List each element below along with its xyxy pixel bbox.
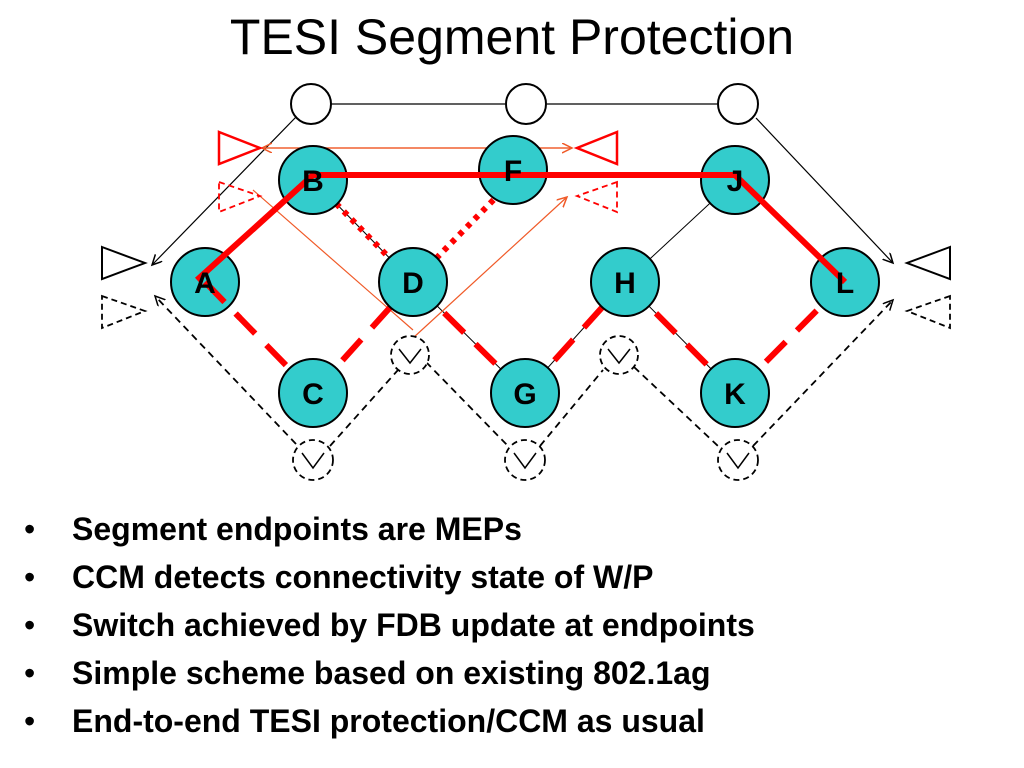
solid-mep-triangles xyxy=(101,130,951,281)
bullet-text: Simple scheme based on existing 802.1ag xyxy=(72,655,711,691)
node-label-k: K xyxy=(724,378,746,411)
bullet-dot: • xyxy=(24,511,36,547)
bullet-dot: • xyxy=(24,703,36,739)
bullet-text: Segment endpoints are MEPs xyxy=(72,511,522,547)
bullet-item: • CCM detects connectivity state of W/P xyxy=(20,553,755,601)
bullet-item: • Segment endpoints are MEPs xyxy=(20,505,755,553)
node-h xyxy=(590,247,660,317)
bullet-text: CCM detects connectivity state of W/P xyxy=(72,559,654,595)
node-d xyxy=(378,247,448,317)
node-label-f: F xyxy=(504,155,522,188)
bullet-item: • Simple scheme based on existing 802.1ag xyxy=(20,649,755,697)
bullet-item: • End-to-end TESI protection/CCM as usual xyxy=(20,697,755,745)
node-label-c: C xyxy=(302,378,324,411)
node-b xyxy=(278,145,348,215)
node-label-a: A xyxy=(194,267,216,300)
node-j xyxy=(700,145,770,215)
node-label-b: B xyxy=(302,165,324,198)
dashed-mep-triangles xyxy=(101,180,951,330)
node-label-d: D xyxy=(402,267,424,300)
node-label-l: L xyxy=(836,267,854,300)
lower-ccm-path xyxy=(155,296,893,447)
node-g xyxy=(490,358,560,428)
slide-title: TESI Segment Protection xyxy=(229,9,795,65)
mip-check-marks xyxy=(301,348,750,470)
bullet-dot: • xyxy=(24,559,36,595)
red-working-path xyxy=(194,172,848,285)
node-k xyxy=(700,358,770,428)
upper-ccm-path xyxy=(152,103,893,265)
node-labels: A B C D F G H J K L xyxy=(194,155,854,411)
bullet-list: • Segment endpoints are MEPs • CCM detects… xyxy=(20,505,755,745)
node-label-g: G xyxy=(513,378,536,411)
network-diagram: A B C D F G H J K L xyxy=(101,83,951,481)
bullet-item: • Switch achieved by FDB update at endpoi… xyxy=(20,601,755,649)
bullet-dot: • xyxy=(24,655,36,691)
bullet-dot: • xyxy=(24,607,36,643)
node-f xyxy=(478,135,548,205)
mip-circles-top xyxy=(290,83,759,125)
bullet-text: End-to-end TESI protection/CCM as usual xyxy=(72,703,705,739)
node-c xyxy=(278,358,348,428)
node-label-j: J xyxy=(727,165,744,198)
mip-circles-dashed xyxy=(292,335,759,481)
node-label-h: H xyxy=(614,267,636,300)
bullet-text: Switch achieved by FDB update at endpoin… xyxy=(72,607,755,643)
